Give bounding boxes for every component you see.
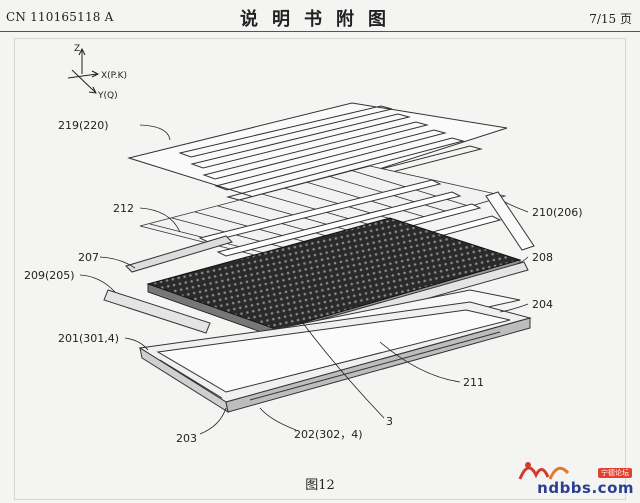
- callout-211: 211: [463, 376, 484, 389]
- header-rule: [0, 31, 640, 32]
- coordinate-axes: [67, 47, 100, 94]
- watermark-site: ndbbs.com: [537, 479, 634, 497]
- callout-209: 209(205): [24, 269, 75, 282]
- figure-caption: 图12: [305, 478, 335, 493]
- callout-204: 204: [532, 298, 553, 311]
- callout-210: 210(206): [532, 206, 583, 219]
- top-cover-plate: [127, 102, 508, 209]
- forum-watermark: 宁德论坛 ndbbs.com: [504, 451, 634, 499]
- side-plate-210: [485, 191, 535, 251]
- side-bar-209: [103, 289, 211, 334]
- axis-y-label: Y(Q): [97, 91, 118, 101]
- flower-logo-icon: [518, 462, 570, 480]
- callout-219: 219(220): [58, 119, 109, 132]
- document-number: CN 110165118 A: [6, 10, 114, 24]
- bottom-frame-tray: [138, 301, 532, 414]
- watermark-tag: 宁德论坛: [598, 468, 632, 478]
- callout-203: 203: [176, 432, 197, 445]
- page-header: CN 110165118 A 说明书附图 7/15 页: [0, 0, 640, 34]
- callout-201: 201(301,4): [58, 332, 119, 345]
- side-rail-207: [125, 235, 233, 273]
- callout-3: 3: [386, 415, 393, 428]
- document-section-title: 说明书附图: [240, 9, 400, 30]
- page-number: 7/15 页: [589, 12, 632, 26]
- axis-z-label: Z: [74, 44, 80, 54]
- callout-208: 208: [532, 251, 553, 264]
- figure-frame: [14, 38, 626, 500]
- callout-202: 202(302，4): [294, 428, 363, 441]
- leader-lines: [79, 124, 529, 435]
- callout-207: 207: [78, 251, 99, 264]
- axis-x-label: X(P.K): [101, 71, 127, 81]
- callout-212: 212: [113, 202, 134, 215]
